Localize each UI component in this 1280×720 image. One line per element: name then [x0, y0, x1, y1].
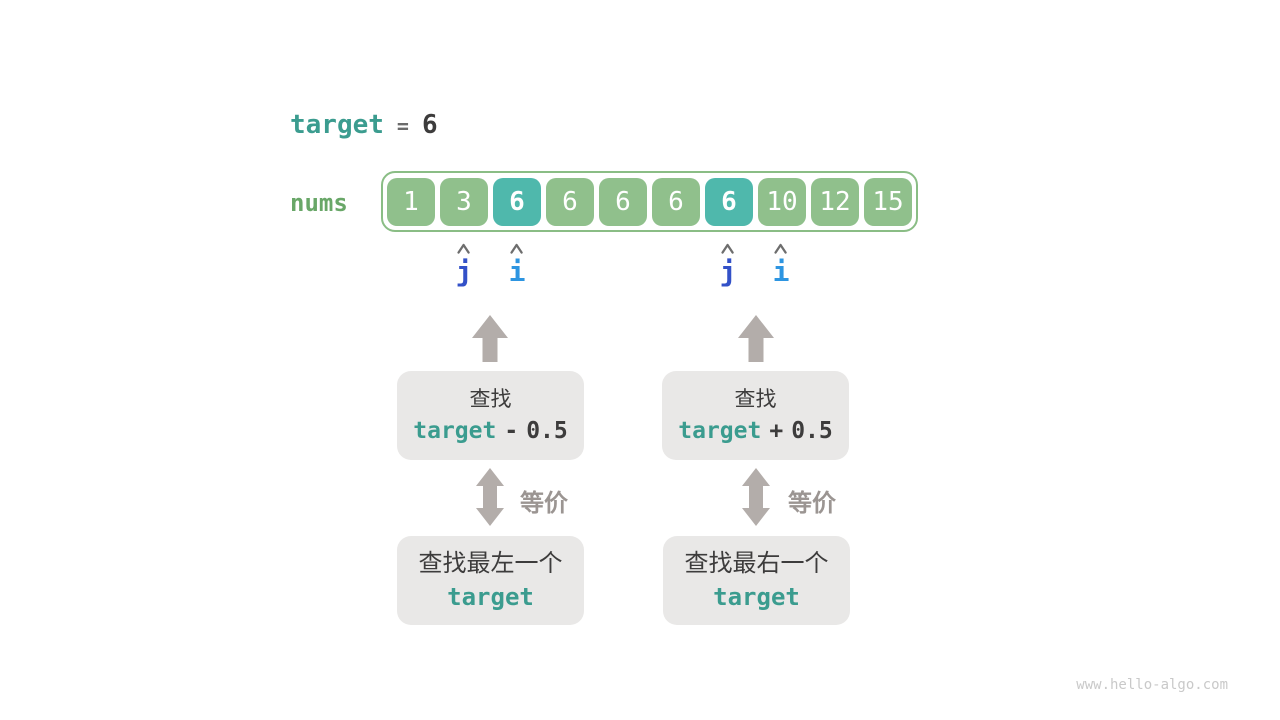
equivalence-label: 等价	[788, 490, 836, 517]
equals-sign: =	[396, 114, 409, 138]
pointer-i-right: i	[772, 243, 790, 288]
expr-number: 0.5	[526, 417, 568, 444]
search-box-right: 查找 target + 0.5	[662, 371, 849, 460]
double-arrow-icon	[476, 468, 504, 526]
pointer-letter: j	[719, 255, 737, 288]
pointer-j-right: j	[719, 243, 737, 288]
pointer-j-left: j	[455, 243, 473, 288]
array-cell: 12	[811, 177, 859, 226]
pointer-letter: i	[772, 255, 790, 288]
caret-up-icon	[457, 243, 471, 254]
search-expression: target - 0.5	[413, 418, 568, 444]
result-box-left: 查找最左一个 target	[397, 536, 584, 625]
caret-up-icon	[774, 243, 788, 254]
up-arrow-icon	[472, 315, 508, 362]
up-arrow-icon	[738, 315, 774, 362]
pointer-letter: i	[508, 255, 526, 288]
watermark: www.hello-algo.com	[1076, 677, 1228, 693]
result-variable: target	[447, 582, 534, 611]
array-cell: 6	[599, 177, 647, 226]
result-title: 查找最右一个	[684, 550, 829, 578]
array-cell: 10	[758, 177, 806, 226]
target-value: 6	[421, 110, 438, 140]
array-cell: 6	[705, 177, 753, 226]
array-cell: 1	[387, 177, 435, 226]
caret-up-icon	[510, 243, 524, 254]
array-cell: 3	[440, 177, 488, 226]
array-cell: 6	[493, 177, 541, 226]
result-box-right: 查找最右一个 target	[663, 536, 850, 625]
search-title: 查找	[734, 388, 777, 412]
result-title: 查找最左一个	[418, 550, 563, 578]
search-box-left: 查找 target - 0.5	[397, 371, 584, 460]
search-title: 查找	[469, 388, 512, 412]
expr-operator: -	[504, 417, 519, 444]
expr-operator: +	[769, 417, 784, 444]
array-cell: 6	[546, 177, 594, 226]
array-cell: 15	[864, 177, 912, 226]
expr-variable: target	[413, 417, 497, 444]
target-expression: target = 6	[290, 110, 438, 140]
pointer-letter: j	[455, 255, 473, 288]
expr-number: 0.5	[791, 417, 833, 444]
caret-up-icon	[721, 243, 735, 254]
double-arrow-icon	[742, 468, 770, 526]
search-expression: target + 0.5	[678, 418, 833, 444]
nums-label: nums	[290, 189, 348, 217]
pointer-i-left: i	[508, 243, 526, 288]
expr-variable: target	[678, 417, 762, 444]
array-cell: 6	[652, 177, 700, 226]
target-variable: target	[290, 110, 384, 140]
equivalence-label: 等价	[520, 490, 568, 517]
result-variable: target	[713, 582, 800, 611]
